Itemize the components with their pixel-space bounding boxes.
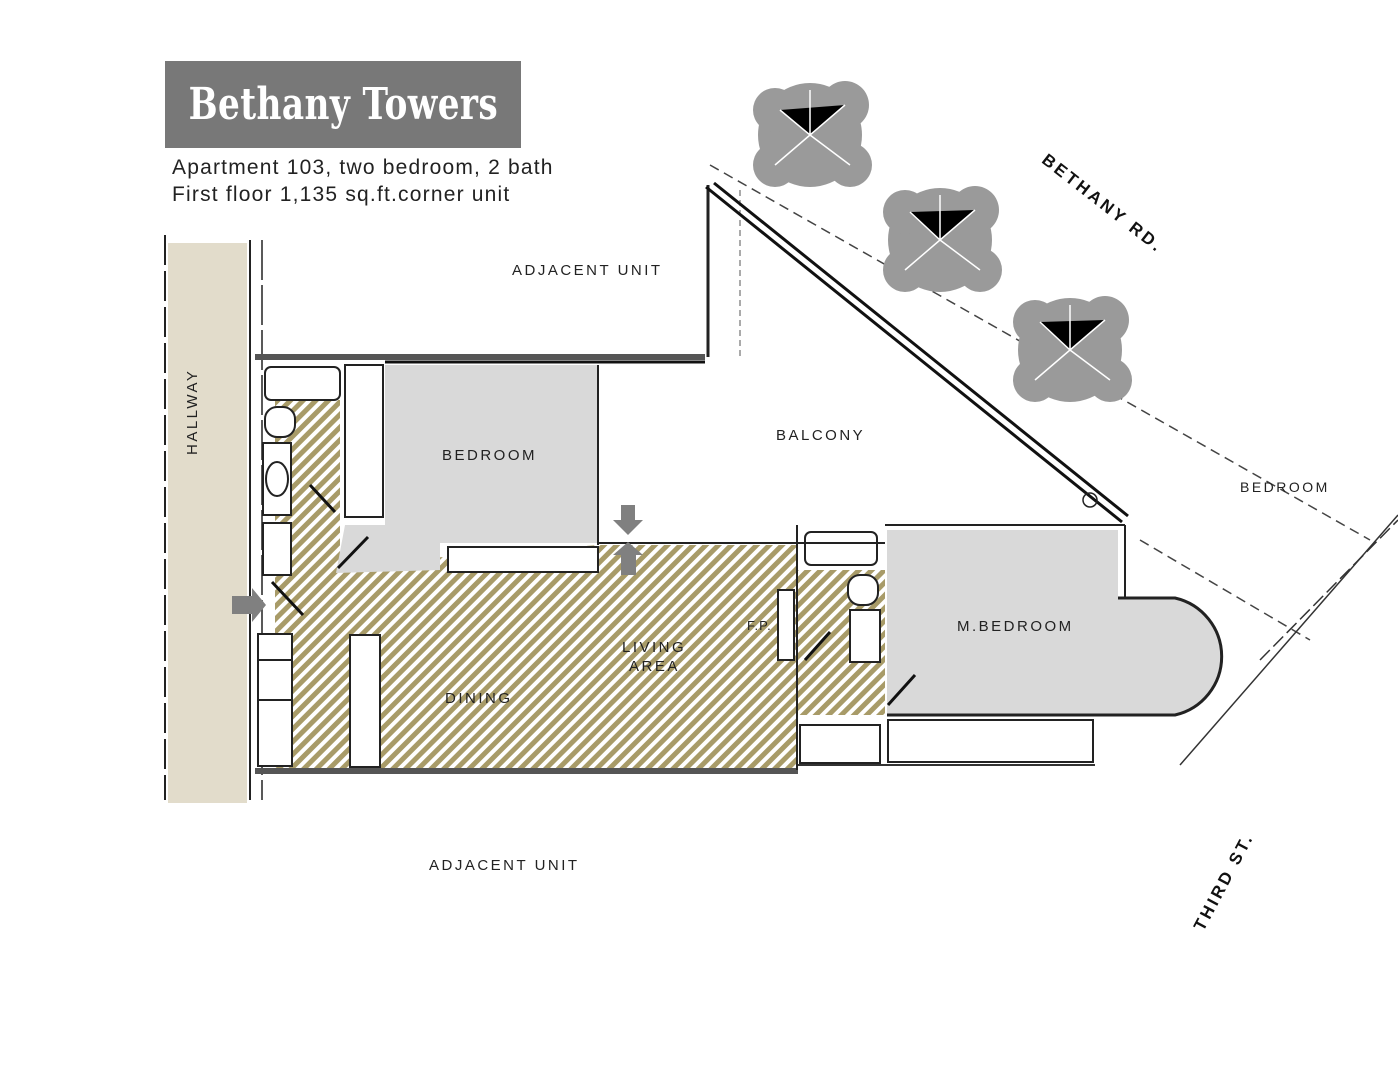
hall-bath-area [797, 570, 885, 715]
label-bedroom-right: BEDROOM [1240, 479, 1330, 495]
balcony-arrow-up-icon [613, 542, 643, 575]
label-bedroom: BEDROOM [442, 447, 538, 464]
tree-icon [753, 81, 872, 187]
page-title: Bethany Towers [188, 79, 498, 130]
label-fireplace: F.P. [747, 618, 772, 633]
master-bedroom-room [887, 530, 1222, 715]
tree-icon [883, 186, 1002, 292]
bedroom-room [336, 365, 598, 573]
living-dining-area [275, 400, 797, 768]
hallway-strip [168, 243, 247, 803]
entry-arrow-icon [232, 588, 266, 622]
label-area: AREA [629, 658, 680, 675]
tree-icon [1013, 296, 1132, 402]
label-adjacent-unit-top: ADJACENT UNIT [512, 262, 663, 279]
label-hallway: HALLWAY [184, 368, 201, 455]
label-balcony: BALCONY [776, 427, 866, 444]
title-banner: Bethany Towers [165, 61, 521, 148]
subtitle-line-2: First floor 1,135 sq.ft.corner unit [172, 183, 511, 206]
balcony-arrow-down-icon [613, 505, 643, 535]
label-master-bedroom: M.BEDROOM [957, 618, 1074, 635]
subtitle-line-1: Apartment 103, two bedroom, 2 bath [172, 156, 554, 179]
label-adjacent-unit-bottom: ADJACENT UNIT [429, 857, 580, 874]
label-dining: DINING [445, 690, 513, 707]
label-living: LIVING [622, 639, 687, 656]
